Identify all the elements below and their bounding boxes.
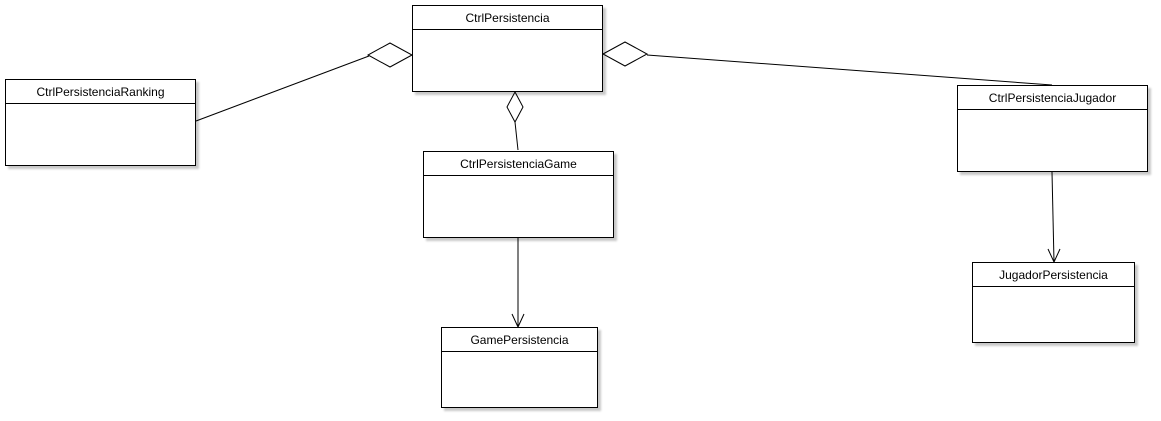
class-name: GamePersistencia xyxy=(442,328,597,352)
aggregation-ctrl-to-ranking xyxy=(195,42,414,122)
class-name: CtrlPersistenciaGame xyxy=(424,152,613,176)
aggregation-diamond xyxy=(366,42,414,68)
class-members xyxy=(413,30,602,91)
association-jugador-to-jugadorpersistencia xyxy=(1047,171,1061,264)
class-members xyxy=(958,110,1147,171)
class-name: CtrlPersistenciaJugador xyxy=(958,86,1147,110)
class-game-persistencia[interactable]: GamePersistencia xyxy=(441,327,598,408)
open-arrowhead xyxy=(511,313,525,329)
class-name: CtrlPersistenciaRanking xyxy=(6,80,195,104)
class-jugador-persistencia[interactable]: JugadorPersistencia xyxy=(972,262,1135,343)
aggregation-ctrl-to-game xyxy=(506,90,524,151)
class-name: JugadorPersistencia xyxy=(973,263,1134,287)
class-ctrl-persistencia-ranking[interactable]: CtrlPersistenciaRanking xyxy=(5,79,196,166)
aggregation-diamond xyxy=(601,41,649,67)
class-members xyxy=(424,176,613,237)
class-name: CtrlPersistencia xyxy=(413,6,602,30)
class-ctrl-persistencia-jugador[interactable]: CtrlPersistenciaJugador xyxy=(957,85,1148,172)
class-members xyxy=(6,104,195,165)
class-ctrl-persistencia-game[interactable]: CtrlPersistenciaGame xyxy=(423,151,614,238)
aggregation-ctrl-to-jugador xyxy=(601,41,1053,86)
association-game-to-gamepersistencia xyxy=(511,238,525,329)
aggregation-diamond xyxy=(506,90,524,124)
class-members xyxy=(442,352,597,407)
open-arrowhead xyxy=(1047,248,1061,264)
class-members xyxy=(973,287,1134,342)
class-ctrl-persistencia[interactable]: CtrlPersistencia xyxy=(412,5,603,92)
